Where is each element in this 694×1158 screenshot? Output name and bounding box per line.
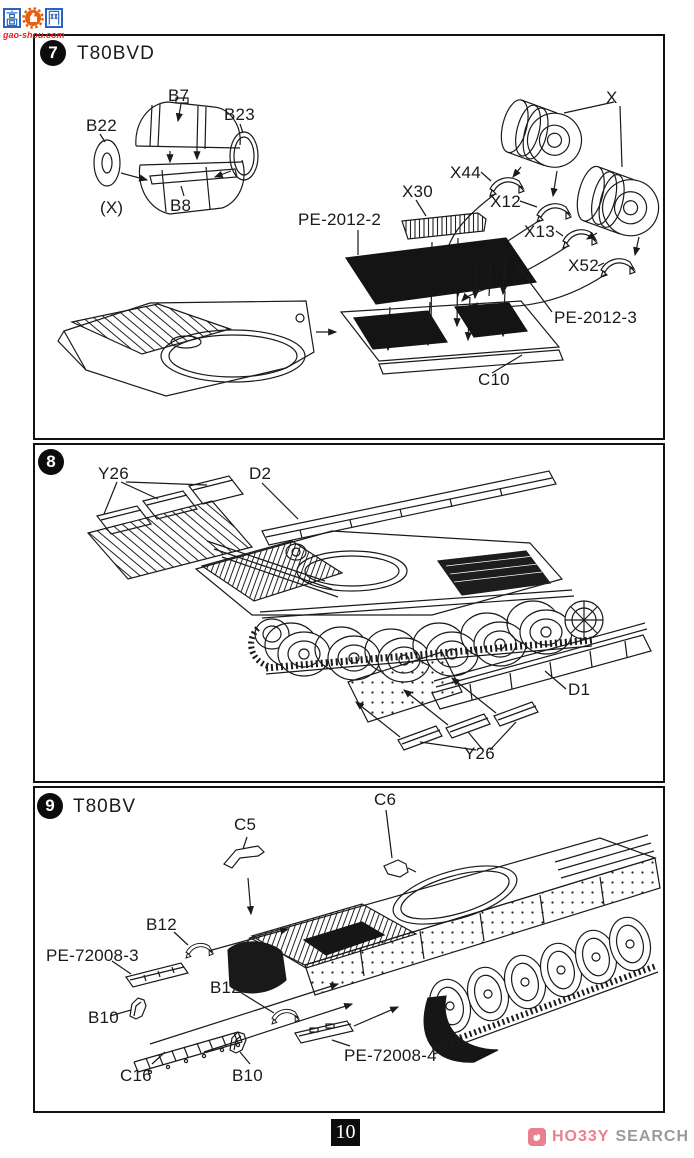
step-8-panel <box>33 443 665 783</box>
part-label-b8: B8 <box>170 196 192 215</box>
step-9-badge: 9 <box>37 793 63 819</box>
part-label-b10-b: B10 <box>232 1066 263 1085</box>
watermark-char-right-box <box>45 8 63 28</box>
part-label-c6: C6 <box>374 790 397 809</box>
part-label-x: X <box>606 88 618 107</box>
part-label-b12-b: B12 <box>210 978 241 997</box>
part-label-y26-top: Y26 <box>98 464 129 483</box>
part-label-x30: X30 <box>402 182 433 201</box>
watermark-wang-glyph <box>48 10 60 25</box>
hobby-search-logo: HO33Y SEARCH <box>528 1128 689 1146</box>
step-7-title: T80BVD <box>77 43 155 64</box>
part-label-c16: C16 <box>120 1066 152 1085</box>
part-label-b12-a: B12 <box>146 915 177 934</box>
hobby-search-icon <box>528 1128 546 1146</box>
part-label-pe-72008-3: PE-72008-3 <box>46 946 139 965</box>
part-label-x52: X52 <box>568 256 599 275</box>
part-label-b7: B7 <box>168 86 190 105</box>
step-7-badge: 7 <box>40 40 66 66</box>
step-9-panel <box>33 786 665 1113</box>
hobby-search-text-pink: HO33Y <box>552 1128 610 1145</box>
hobby-search-text-gray: SEARCH <box>615 1128 690 1145</box>
watermark-gao-glyph <box>6 10 18 26</box>
part-label-d2: D2 <box>249 464 272 483</box>
part-label-x-paren: (X) <box>100 198 124 217</box>
page-number: 10 <box>331 1119 360 1146</box>
part-label-b23: B23 <box>224 105 255 124</box>
part-label-x44: X44 <box>450 163 481 182</box>
watermark-gear-thumb-icon <box>22 7 44 29</box>
part-label-c10: C10 <box>478 370 510 389</box>
part-label-pe-2012-3: PE-2012-3 <box>554 308 638 327</box>
watermark-url: gao-shou.com <box>3 30 65 40</box>
step-7-panel <box>33 34 665 440</box>
part-label-d1: D1 <box>568 680 591 699</box>
watermark-char-left-box <box>3 8 21 28</box>
part-label-x13: X13 <box>524 222 555 241</box>
part-label-pe-2012-2: PE-2012-2 <box>298 210 382 229</box>
step-9-title: T80BV <box>73 796 137 817</box>
step-8-badge: 8 <box>38 449 64 475</box>
part-label-pe-72008-4: PE-72008-4 <box>344 1046 437 1065</box>
part-label-x12: X12 <box>490 192 521 211</box>
part-label-b22: B22 <box>86 116 117 135</box>
part-label-c5: C5 <box>234 815 257 834</box>
watermark-logo: gao-shou.com <box>3 7 69 40</box>
part-label-y26-bottom: Y26 <box>464 744 495 763</box>
part-label-b10-a: B10 <box>88 1008 119 1027</box>
